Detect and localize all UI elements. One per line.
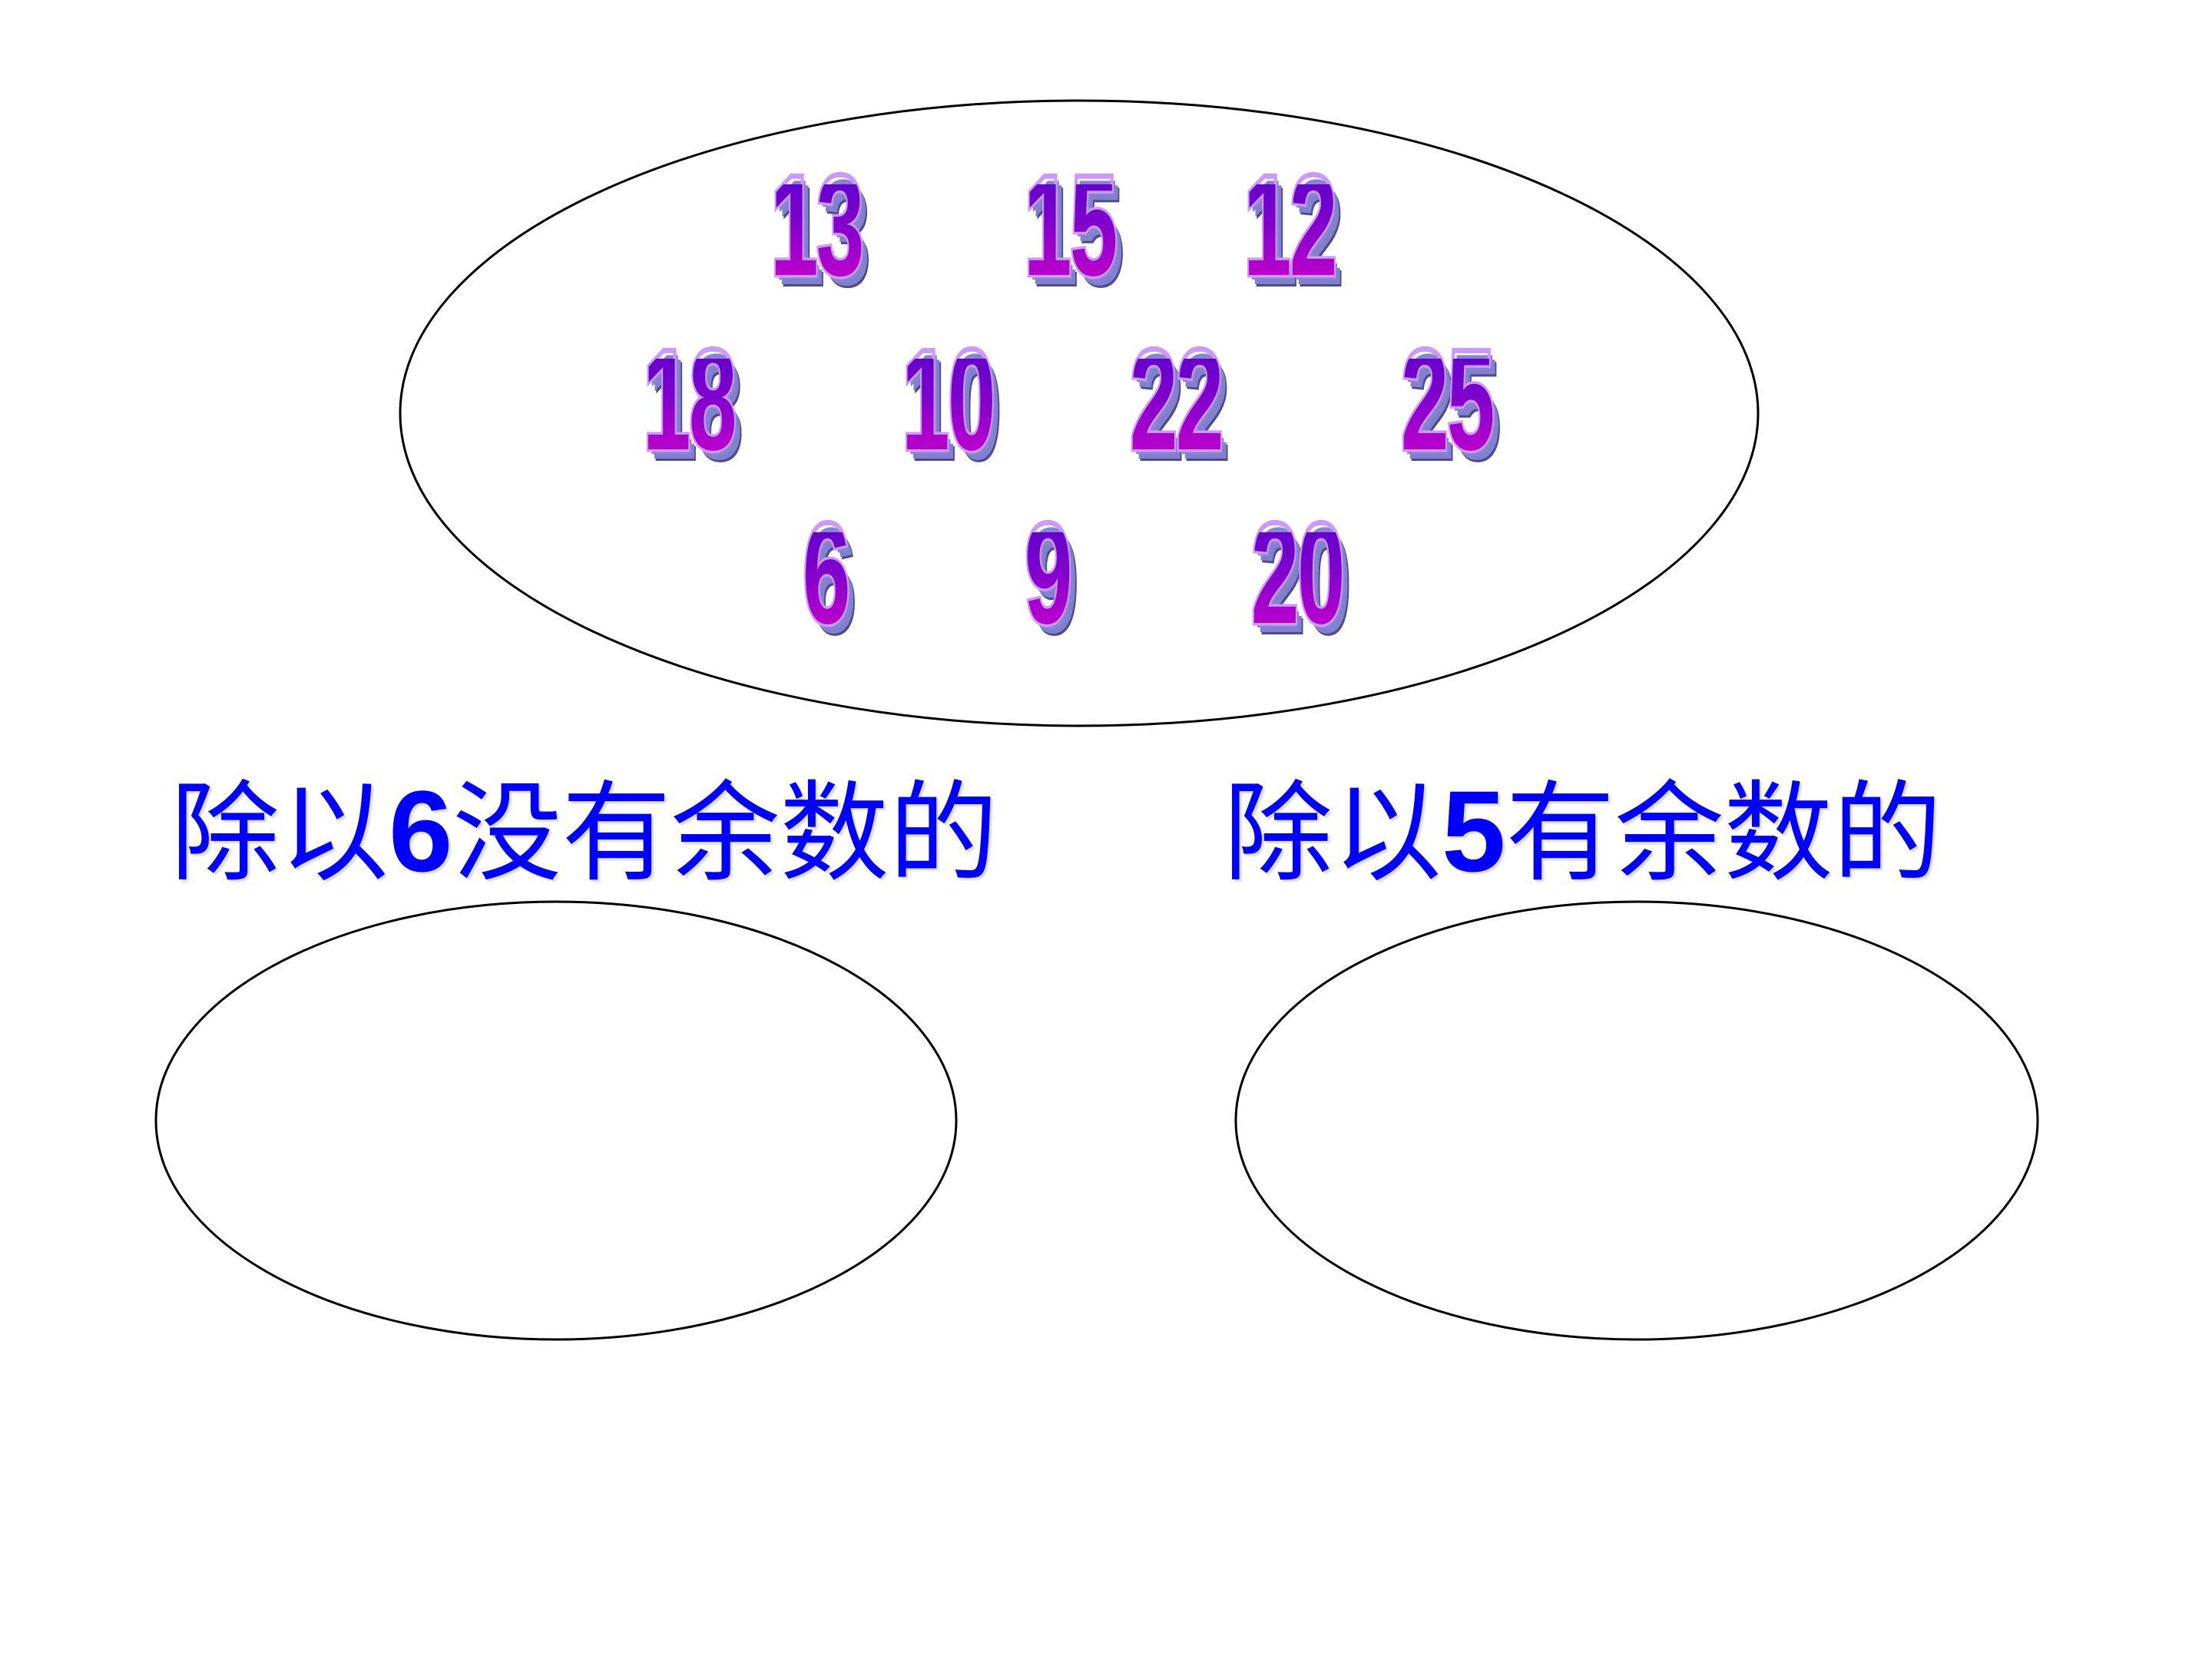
number-extrusion-mid: 12 — [1247, 158, 1340, 302]
number-outline: 13 — [769, 151, 866, 300]
number-pool-ellipse[interactable] — [399, 99, 1760, 727]
number-extrusion-dark: 12 — [1251, 165, 1345, 309]
number-extrusion: 9 — [1031, 511, 1078, 654]
number-extrusion: 25 — [1407, 337, 1501, 481]
number-extrusion-dark: 18 — [651, 339, 744, 483]
label-prefix: 除以 — [1224, 770, 1442, 897]
number-outline: 18 — [641, 326, 739, 475]
number-extrusion: 12 — [1250, 163, 1343, 306]
label-digit: 6 — [389, 767, 453, 896]
label-digit: 5 — [1442, 767, 1506, 896]
number-extrusion-mid: 22 — [1133, 333, 1227, 476]
number-extrusion: 18 — [649, 337, 743, 481]
number-value: 20 — [1251, 493, 1345, 654]
number-outline: 10 — [900, 326, 998, 475]
number-value: 15 — [1024, 145, 1118, 306]
number-outline: 9 — [1023, 499, 1075, 648]
remainder-by-5-ellipse[interactable] — [1234, 900, 2039, 1341]
number-value: 13 — [770, 145, 864, 306]
label-suffix: 没有余数的 — [452, 770, 998, 897]
number-extrusion: 10 — [908, 337, 1002, 481]
number-outline: 12 — [1242, 151, 1339, 300]
number-extrusion-mid: 15 — [1027, 158, 1121, 302]
number-extrusion-mid: 10 — [905, 333, 998, 476]
label-suffix: 有余数的 — [1505, 770, 1942, 897]
number-extrusion-mid: 13 — [773, 158, 867, 302]
number-extrusion: 6 — [809, 511, 856, 654]
divisible-by-6-ellipse[interactable] — [154, 900, 958, 1341]
category-label-remainder-by-5: 除以5有余数的 — [1224, 767, 1942, 898]
number-extrusion: 13 — [777, 163, 870, 306]
number-value: 10 — [902, 320, 995, 480]
number-extrusion: 15 — [1030, 163, 1124, 306]
number-value: 6 — [803, 493, 850, 654]
number-extrusion-dark: 9 — [1032, 513, 1080, 657]
number-outline: 20 — [1250, 499, 1347, 648]
number-extrusion-mid: 18 — [646, 333, 740, 476]
number-outline: 6 — [801, 499, 853, 648]
number-extrusion-dark: 6 — [810, 513, 858, 657]
number-extrusion-dark: 25 — [1409, 339, 1502, 483]
number-extrusion-mid: 9 — [1028, 506, 1075, 650]
number-value: 9 — [1025, 493, 1072, 654]
number-extrusion-mid: 20 — [1254, 506, 1348, 650]
number-extrusion: 20 — [1257, 511, 1351, 654]
number-extrusion-mid: 6 — [806, 506, 853, 650]
category-label-divisible-by-6: 除以6没有余数的 — [171, 767, 998, 898]
label-prefix: 除以 — [171, 770, 389, 897]
number-outline: 25 — [1399, 326, 1497, 475]
number-extrusion-dark: 20 — [1259, 513, 1353, 657]
number-outline: 22 — [1128, 326, 1226, 475]
number-extrusion-dark: 22 — [1137, 339, 1231, 483]
number-extrusion: 22 — [1136, 337, 1230, 481]
number-extrusion-dark: 15 — [1031, 165, 1125, 309]
number-extrusion-dark: 10 — [909, 339, 1003, 483]
number-value: 25 — [1401, 320, 1495, 480]
number-extrusion-dark: 13 — [778, 165, 872, 309]
number-value: 22 — [1130, 320, 1224, 480]
number-outline: 15 — [1022, 151, 1120, 300]
number-value: 18 — [643, 320, 737, 480]
number-extrusion-mid: 25 — [1404, 333, 1498, 476]
number-value: 12 — [1243, 145, 1337, 306]
